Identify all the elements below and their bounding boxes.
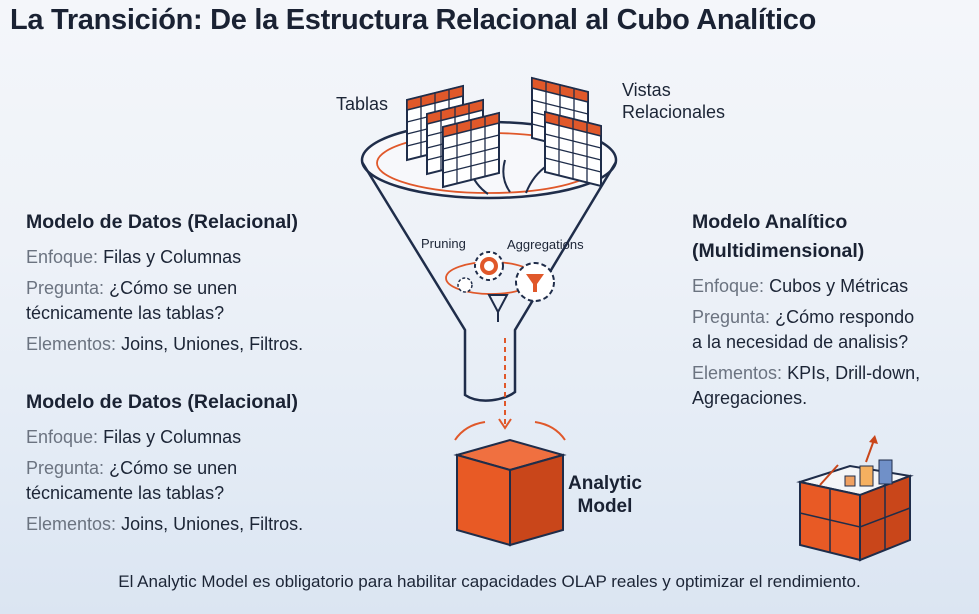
analytic-model-line1: Analytic [568, 473, 642, 494]
pregunta-value-1: ¿Cómo se unen [109, 278, 238, 298]
aggregations-label: Aggregations [507, 237, 584, 252]
analytic-cube-icon [453, 421, 567, 547]
enfoque-value: Cubos y Métricas [769, 276, 909, 296]
enfoque-label: Enfoque: [26, 427, 99, 447]
pregunta-label: Pregunta: [692, 307, 771, 327]
pregunta-value-1: ¿Cómo se unen [109, 458, 238, 478]
pregunta-value-2: a la necesidad de analisis? [692, 332, 909, 352]
page-title: La Transición: De la Estructura Relacion… [10, 4, 817, 36]
footer-note: El Analytic Model es obligatorio para ha… [118, 572, 861, 591]
elementos-value: Joins, Uniones, Filtros. [121, 334, 304, 354]
enfoque-value: Filas y Columnas [103, 427, 242, 447]
relational-model-block-2: Modelo de Datos (Relacional) Enfoque: Fi… [26, 388, 303, 543]
analytic-model-label: Analytic Model [568, 472, 642, 518]
enfoque-value: Filas y Columnas [103, 247, 242, 267]
enfoque-label: Enfoque: [692, 276, 765, 296]
elementos-label: Elementos: [26, 334, 117, 354]
block-heading: Modelo de Datos (Relacional) [26, 391, 298, 413]
pregunta-value-2: técnicamente las tablas? [26, 483, 225, 503]
block-heading-2: (Multidimensional) [692, 240, 865, 262]
gear-icons [457, 251, 555, 322]
pruning-label: Pruning [421, 236, 466, 251]
pregunta-label: Pregunta: [26, 458, 105, 478]
elementos-label: Elementos: [692, 363, 783, 383]
views-label-line2: Relacionales [622, 102, 726, 122]
enfoque-label: Enfoque: [26, 247, 99, 267]
tables-label: Tablas [336, 94, 389, 114]
elementos-value-1: KPIs, Drill-down, [787, 363, 921, 383]
analytic-model-line2: Model [577, 496, 633, 517]
elementos-value: Joins, Uniones, Filtros. [121, 514, 304, 534]
pregunta-value-1: ¿Cómo respondo [775, 307, 915, 327]
pregunta-label: Pregunta: [26, 278, 105, 298]
pregunta-value-2: técnicamente las tablas? [26, 303, 225, 323]
relational-model-block-1: Modelo de Datos (Relacional) Enfoque: Fi… [26, 208, 303, 363]
olap-cube-icon [796, 435, 914, 562]
views-label-line1: Vistas [622, 80, 671, 100]
analytic-model-block: Modelo Analítico (Multidimensional) Enfoq… [692, 208, 920, 417]
elementos-label: Elementos: [26, 514, 117, 534]
block-heading-1: Modelo Analítico [692, 211, 848, 233]
elementos-value-2: Agregaciones. [692, 388, 808, 408]
block-heading: Modelo de Datos (Relacional) [26, 211, 298, 233]
